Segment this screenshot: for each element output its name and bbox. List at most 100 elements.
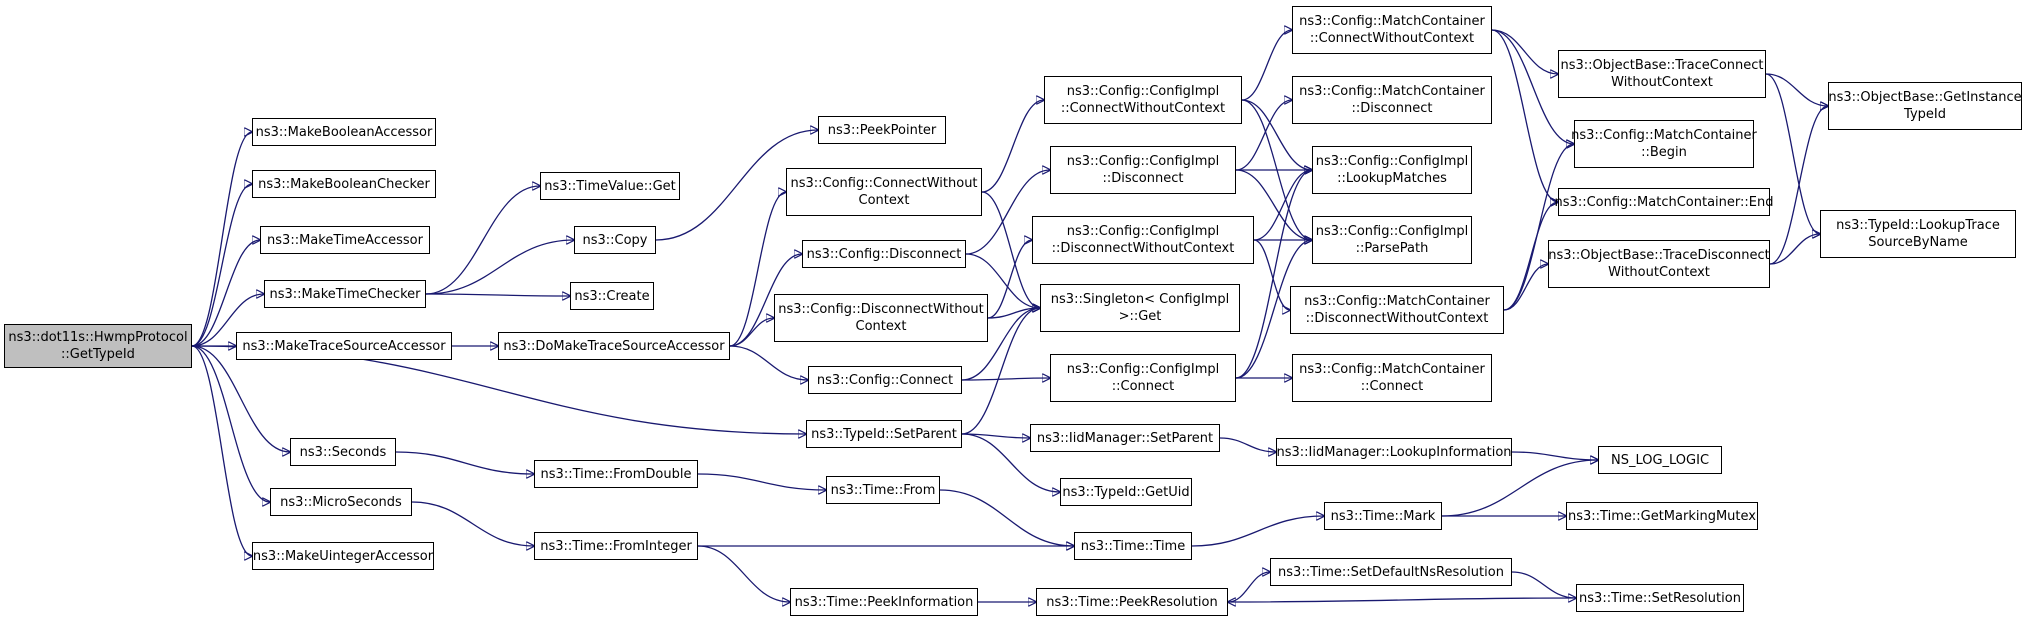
graph-node-from-double[interactable]: ns3::Time::FromDouble: [534, 460, 698, 488]
edge-obTraceDisc-to-getInstTid: [1769, 106, 1828, 265]
edge-cfgConn-to-singletonGet: [961, 308, 1040, 381]
graph-node-ob-trace-conn[interactable]: ns3::ObjectBase::TraceConnect WithoutCon…: [1558, 50, 1766, 98]
graph-node-seconds[interactable]: ns3::Seconds: [290, 438, 396, 466]
edge-iidLookup-to-nsLogLogic: [1511, 451, 1598, 460]
edge-obTraceDisc-to-lookupTrace: [1769, 234, 1820, 265]
edge-implConnWo-to-mcConnWo: [1241, 30, 1292, 101]
graph-node-set-parent[interactable]: ns3::TypeId::SetParent: [806, 420, 962, 448]
edge-mcConnWo-to-mcBegin: [1491, 29, 1574, 144]
graph-node-get-uid[interactable]: ns3::TypeId::GetUid: [1060, 478, 1192, 506]
edge-fromInteger-to-peekInfo: [697, 545, 790, 602]
edge-microSec-to-fromInteger: [411, 501, 534, 546]
graph-node-micro-sec[interactable]: ns3::MicroSeconds: [270, 488, 412, 516]
edge-root-to-seconds: [191, 345, 290, 452]
edge-mkTimeChk-to-create: [425, 294, 570, 296]
graph-node-peek-pointer[interactable]: ns3::PeekPointer: [818, 116, 946, 144]
graph-node-ob-trace-disc[interactable]: ns3::ObjectBase::TraceDisconnect Without…: [1548, 240, 1770, 288]
graph-node-mk-trace-acc[interactable]: ns3::MakeTraceSourceAccessor: [236, 332, 452, 360]
graph-node-copy[interactable]: ns3::Copy: [574, 226, 656, 254]
edge-mcDiscWo-to-mcEnd: [1503, 202, 1558, 311]
graph-node-ns-log-logic[interactable]: NS_LOG_LOGIC: [1598, 446, 1722, 474]
edge-cfgDiscWo-to-implDiscWo: [987, 240, 1032, 319]
edge-implConnWo-to-lookupMatches: [1241, 99, 1312, 170]
graph-node-time-time[interactable]: ns3::Time::Time: [1074, 532, 1192, 560]
edge-root-to-mkUintAcc: [191, 345, 252, 556]
graph-node-cfg-conn[interactable]: ns3::Config::Connect: [808, 366, 962, 394]
edge-peekRes-to-setDefRes: [1227, 572, 1270, 603]
graph-node-mc-end[interactable]: ns3::Config::MatchContainer::End: [1555, 188, 1773, 216]
graph-node-lookup-trace[interactable]: ns3::TypeId::LookupTrace SourceByName: [1820, 210, 2016, 258]
graph-node-peek-info[interactable]: ns3::Time::PeekInformation: [790, 588, 978, 616]
graph-node-impl-conn-wo[interactable]: ns3::Config::ConfigImpl ::ConnectWithout…: [1044, 76, 1242, 124]
graph-node-create[interactable]: ns3::Create: [570, 282, 654, 310]
graph-node-mc-disc[interactable]: ns3::Config::MatchContainer ::Disconnect: [1292, 76, 1492, 124]
edge-mcConnWo-to-mcEnd: [1491, 29, 1558, 202]
edge-setParent-to-getUid: [961, 433, 1060, 492]
graph-node-mk-time-acc[interactable]: ns3::MakeTimeAccessor: [260, 226, 430, 254]
graph-node-mk-uint-acc[interactable]: ns3::MakeUintegerAccessor: [252, 542, 434, 570]
edge-seconds-to-fromDouble: [395, 451, 534, 474]
edge-mkTimeChk-to-timeValGet: [425, 186, 540, 295]
graph-node-mk-bool-chk[interactable]: ns3::MakeBooleanChecker: [252, 170, 436, 198]
graph-node-impl-disc[interactable]: ns3::Config::ConfigImpl ::Disconnect: [1050, 146, 1236, 194]
edge-root-to-mkTimeChk: [191, 294, 264, 347]
graph-node-cfg-conn-wo[interactable]: ns3::Config::ConnectWithout Context: [786, 168, 982, 216]
edge-cfgDisc-to-singletonGet: [965, 253, 1040, 308]
edge-cfgConn-to-implConn: [961, 378, 1050, 380]
edge-doMakeTrace-to-cfgConn: [729, 345, 808, 380]
edge-timeFrom-to-timeTime: [939, 489, 1074, 546]
edge-copy-to-peekPointer: [655, 130, 818, 241]
edge-cfgConnWo-to-implConnWo: [981, 100, 1044, 193]
edge-implDiscWo-to-mcDiscWo: [1253, 239, 1290, 310]
graph-node-from-integer[interactable]: ns3::Time::FromInteger: [534, 532, 698, 560]
edge-implConn-to-lookupMatches: [1235, 170, 1312, 379]
graph-node-mk-time-chk[interactable]: ns3::MakeTimeChecker: [264, 280, 426, 308]
edge-fromDouble-to-timeFrom: [697, 473, 826, 490]
edge-mkTimeChk-to-copy: [425, 240, 574, 295]
edge-obTraceConn-to-lookupTrace: [1765, 73, 1820, 234]
graph-node-time-mark[interactable]: ns3::Time::Mark: [1324, 502, 1442, 530]
edge-mcConnWo-to-obTraceConn: [1491, 29, 1558, 74]
graph-node-mc-begin[interactable]: ns3::Config::MatchContainer ::Begin: [1571, 120, 1757, 168]
edge-setDefRes-to-setRes: [1511, 571, 1576, 598]
edge-iidSetParent-to-iidLookup: [1219, 437, 1276, 452]
graph-node-singleton-get[interactable]: ns3::Singleton< ConfigImpl >::Get: [1040, 284, 1240, 332]
edge-root-to-mkBoolAcc: [191, 132, 252, 347]
graph-node-mc-conn[interactable]: ns3::Config::MatchContainer ::Connect: [1292, 354, 1492, 402]
graph-node-iid-set-parent[interactable]: ns3::IidManager::SetParent: [1030, 424, 1220, 452]
edge-timeTime-to-timeMark: [1191, 516, 1324, 547]
graph-node-peek-res[interactable]: ns3::Time::PeekResolution: [1036, 588, 1228, 616]
graph-node-mc-disc-wo[interactable]: ns3::Config::MatchContainer ::Disconnect…: [1290, 286, 1504, 334]
graph-node-impl-disc-wo[interactable]: ns3::Config::ConfigImpl ::DisconnectWith…: [1032, 216, 1254, 264]
graph-node-time-from[interactable]: ns3::Time::From: [826, 476, 940, 504]
edge-obTraceConn-to-getInstTid: [1765, 73, 1828, 106]
edge-implConn-to-parsePath: [1235, 240, 1312, 379]
graph-node-root: ns3::dot11s::HwmpProtocol ::GetTypeId: [4, 324, 192, 368]
graph-node-parse-path[interactable]: ns3::Config::ConfigImpl ::ParsePath: [1312, 216, 1472, 264]
edge-root-to-microSec: [191, 345, 270, 502]
edge-root-to-mkBoolChk: [191, 184, 252, 347]
edge-doMakeTrace-to-cfgConnWo: [729, 192, 786, 347]
graph-node-cfg-disc-wo[interactable]: ns3::Config::DisconnectWithout Context: [774, 294, 988, 342]
graph-node-get-inst-tid[interactable]: ns3::ObjectBase::GetInstance TypeId: [1828, 82, 2022, 130]
graph-node-get-mark-mutex[interactable]: ns3::Time::GetMarkingMutex: [1566, 502, 1758, 530]
graph-node-time-val-get[interactable]: ns3::TimeValue::Get: [540, 172, 680, 200]
graph-node-impl-conn[interactable]: ns3::Config::ConfigImpl ::Connect: [1050, 354, 1236, 402]
graph-node-lookup-matches[interactable]: ns3::Config::ConfigImpl ::LookupMatches: [1312, 146, 1472, 194]
edge-cfgDisc-to-implDisc: [965, 170, 1050, 255]
graph-node-set-res[interactable]: ns3::Time::SetResolution: [1576, 584, 1744, 612]
edge-timeMark-to-nsLogLogic: [1441, 460, 1598, 517]
edge-setRes-to-peekRes: [1228, 597, 1577, 602]
graph-node-cfg-disc[interactable]: ns3::Config::Disconnect: [802, 240, 966, 268]
graph-node-set-def-res[interactable]: ns3::Time::SetDefaultNsResolution: [1270, 558, 1512, 586]
graph-node-mk-bool-acc[interactable]: ns3::MakeBooleanAccessor: [252, 118, 436, 146]
graph-node-mc-conn-wo[interactable]: ns3::Config::MatchContainer ::ConnectWit…: [1292, 6, 1492, 54]
edge-mcDiscWo-to-obTraceDisc: [1503, 264, 1548, 311]
edge-doMakeTrace-to-cfgDiscWo: [729, 318, 774, 347]
graph-node-do-make-trace[interactable]: ns3::DoMakeTraceSourceAccessor: [498, 332, 730, 360]
edge-implDisc-to-mcDisc: [1235, 100, 1292, 171]
edge-cfgConnWo-to-singletonGet: [981, 191, 1040, 308]
graph-node-iid-lookup[interactable]: ns3::IidManager::LookupInformation: [1276, 438, 1512, 466]
edge-implDisc-to-parsePath: [1235, 169, 1312, 240]
